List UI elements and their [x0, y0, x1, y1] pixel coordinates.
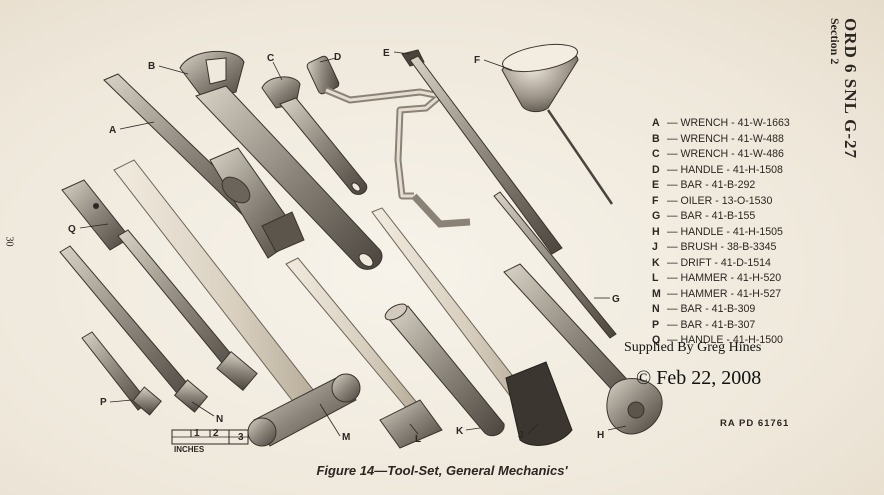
part-key: C [652, 148, 660, 160]
callout-leaders [79, 51, 627, 437]
callout-e: E [383, 48, 390, 59]
parts-list-item: P — BAR - 41-B-307 [652, 318, 827, 334]
parts-list-item: D — HANDLE - 41-H-1508 [652, 163, 827, 179]
document-title: ORD 6 SNL G-27 [841, 18, 860, 160]
callout-p: P [100, 397, 107, 408]
parts-list-item: F — OILER - 13-O-1530 [652, 194, 827, 210]
oiler-f [501, 43, 614, 205]
part-label: BAR - 41-B-155 [680, 210, 756, 222]
handle-q [61, 179, 258, 392]
part-key: J [652, 241, 658, 253]
offset-handle-d [306, 55, 471, 228]
scale-label: INCHES [174, 445, 205, 454]
extension-bar-p [81, 331, 162, 416]
parts-list-item: H — HANDLE - 41-H-1505 [652, 225, 827, 241]
parts-list-item: B — WRENCH - 41-W-488 [652, 132, 827, 148]
part-label: BAR - 41-B-292 [680, 179, 756, 191]
scale-tick-3: 3 [238, 432, 244, 443]
part-key: A [652, 117, 660, 129]
pipe-wrench-a [103, 73, 305, 259]
part-key: E [652, 179, 660, 191]
adjustable-wrench-b [179, 50, 383, 270]
parts-list-item: E — BAR - 41-B-292 [652, 178, 827, 194]
parts-list-item: Q — HANDLE - 41-H-1500 [652, 333, 827, 349]
callout-b: B [148, 61, 155, 72]
callout-m: M [342, 432, 350, 443]
copyright-notice: © Feb 22, 2008 [636, 367, 762, 389]
callout-j: J [518, 430, 524, 441]
part-label: HAMMER - 41-H-527 [680, 287, 782, 300]
part-key: P [652, 318, 660, 331]
scale-tick-2: 2 [213, 428, 219, 439]
callout-g: G [612, 294, 620, 305]
part-key: F [652, 194, 659, 207]
part-key: K [652, 256, 660, 269]
scale-tick-1: 1 [194, 428, 200, 439]
parts-list-item: K — DRIFT - 41-D-1514 [652, 256, 827, 272]
part-label: HANDLE - 41-H-1505 [680, 225, 783, 238]
part-label: HANDLE - 41-H-1500 [680, 334, 783, 346]
part-key: M [652, 287, 661, 300]
reference-number: RA PD 61761 [720, 418, 790, 429]
hammer-m [113, 159, 361, 447]
callout-k: K [456, 426, 464, 437]
extension-bar-n [59, 245, 209, 413]
part-key: G [652, 210, 661, 222]
inch-scale: 1 2 3 INCHES [171, 428, 249, 454]
part-label: BRUSH - 38-B-3345 [680, 241, 777, 253]
part-label: DRIFT - 41-D-1514 [680, 256, 771, 269]
parts-list-item: L — HAMMER - 41-H-520 [652, 271, 827, 287]
part-key: N [652, 303, 660, 315]
part-key: D [652, 163, 660, 176]
supplier-credit: Supplied By Greg Hines [624, 340, 762, 355]
bar-g [493, 191, 617, 339]
parts-list-item: M — HAMMER - 41-H-527 [652, 287, 827, 303]
drift-k [384, 303, 505, 437]
hammer-l [285, 257, 443, 449]
callout-c: C [267, 53, 274, 64]
part-key: Q [652, 334, 661, 346]
part-label: WRENCH - 41-W-486 [680, 148, 784, 160]
part-label: WRENCH - 41-W-488 [680, 132, 784, 145]
adjustable-wrench-c [261, 76, 368, 195]
callout-d: D [334, 52, 341, 63]
parts-list-item: N — BAR - 41-B-309 [652, 302, 827, 318]
parts-list-item: C — WRENCH - 41-W-486 [652, 147, 827, 163]
part-label: BAR - 41-B-309 [680, 303, 756, 315]
part-label: BAR - 41-B-307 [680, 318, 756, 331]
parts-list-item: G — BAR - 41-B-155 [652, 209, 827, 225]
part-key: H [652, 225, 660, 238]
page-number: 30 [3, 236, 15, 247]
part-key: B [652, 132, 660, 145]
callout-f: F [474, 55, 480, 66]
part-label: WRENCH - 41-W-1663 [680, 117, 790, 129]
callout-a: A [109, 125, 116, 136]
section-label: Section 2 [828, 18, 842, 65]
part-key: L [652, 272, 659, 284]
part-label: HAMMER - 41-H-520 [680, 272, 782, 284]
figure-caption: Figure 14—Tool-Set, General Mechanics' [316, 463, 568, 478]
callout-h: H [597, 430, 604, 441]
callout-q: Q [68, 224, 76, 235]
brush-j [371, 207, 573, 446]
parts-list-item: A — WRENCH - 41-W-1663 [652, 116, 827, 132]
parts-list-item: J — BRUSH - 38-B-3345 [652, 240, 827, 256]
ratchet-handle-h [503, 263, 663, 435]
callout-l: L [415, 434, 421, 445]
callout-n: N [216, 414, 223, 425]
part-label: OILER - 13-O-1530 [680, 194, 773, 207]
parts-list: A — WRENCH - 41-W-1663 B — WRENCH - 41-W… [652, 116, 827, 349]
part-label: HANDLE - 41-H-1508 [680, 163, 783, 176]
